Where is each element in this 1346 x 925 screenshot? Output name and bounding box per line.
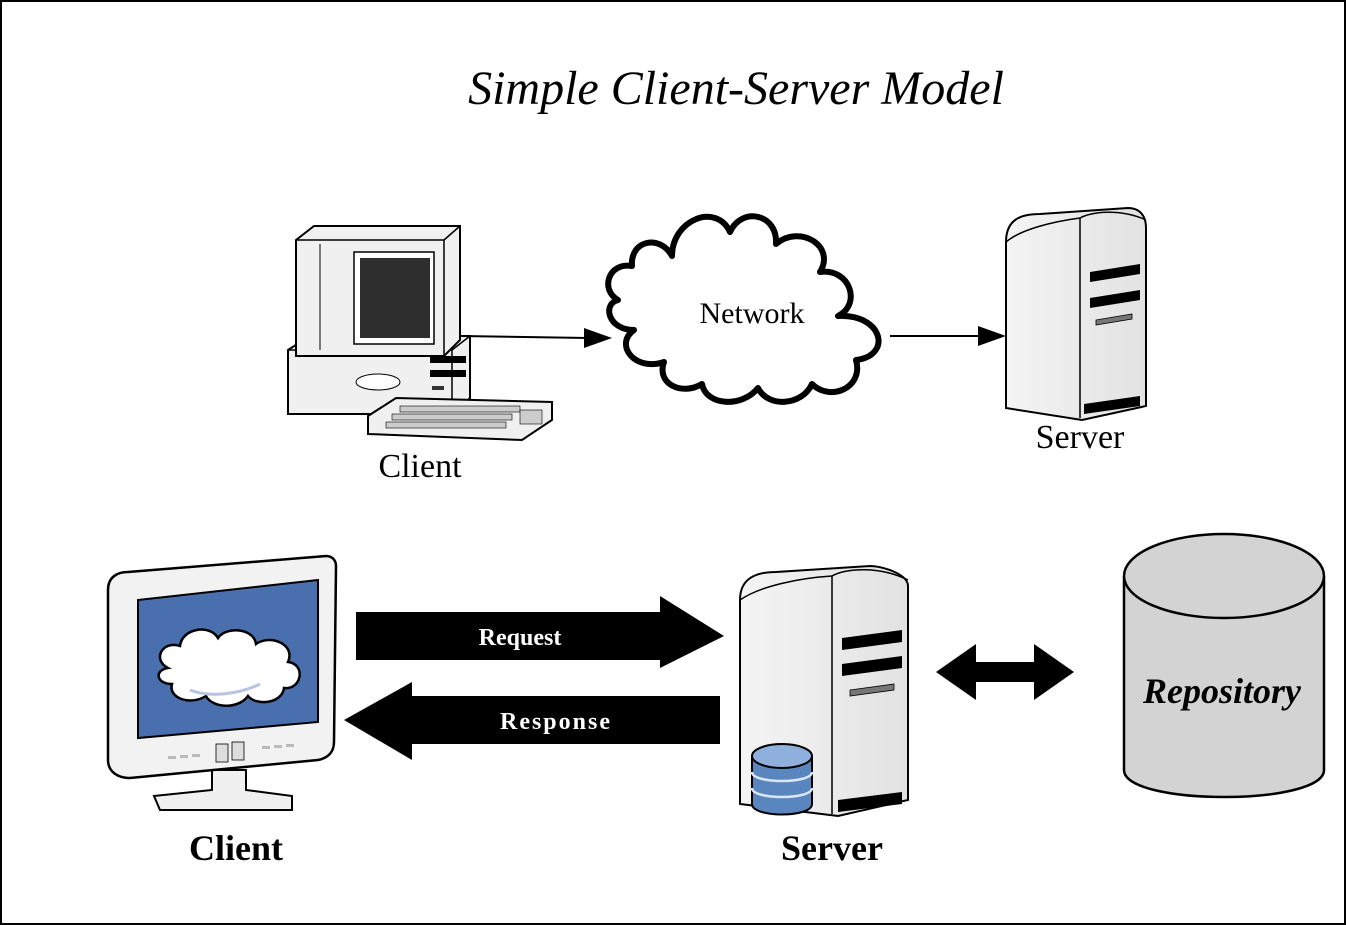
database-icon	[750, 743, 814, 816]
network-to-server-arrow	[890, 326, 1006, 346]
bottom-client-label: Client	[189, 828, 283, 868]
request-arrow: Request	[356, 596, 724, 668]
repository-label: Repository	[1142, 671, 1302, 711]
response-arrow: Response	[344, 682, 720, 760]
bidirectional-arrow	[936, 644, 1074, 700]
network-label: Network	[700, 297, 805, 330]
request-label: Request	[479, 625, 562, 651]
lcd-monitor-icon	[106, 554, 338, 811]
client-to-network-arrow	[459, 328, 612, 348]
top-client-label: Client	[378, 448, 462, 485]
top-server-tower-icon	[1005, 206, 1147, 422]
network-cloud-icon	[605, 213, 882, 405]
desktop-computer-icon	[287, 225, 553, 442]
response-label: Response	[500, 709, 612, 735]
page-title: Simple Client-Server Model	[468, 62, 1004, 115]
bottom-server-label: Server	[781, 828, 883, 868]
repository-cylinder-icon	[1122, 532, 1326, 799]
top-server-label: Server	[1036, 419, 1125, 456]
